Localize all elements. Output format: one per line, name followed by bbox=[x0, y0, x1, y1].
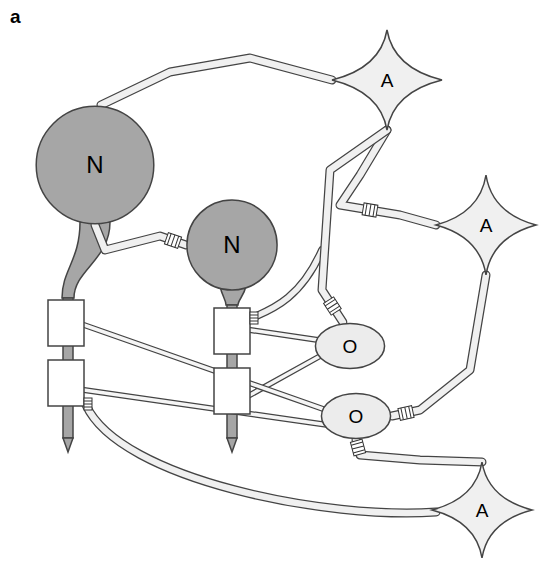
axon-tip bbox=[227, 438, 237, 452]
cell-label: O bbox=[343, 337, 358, 356]
myelin-segment bbox=[48, 300, 84, 346]
neuron: N bbox=[35, 105, 155, 225]
cell-label: A bbox=[476, 501, 489, 520]
glial-process bbox=[322, 130, 387, 322]
myelin-segment bbox=[214, 368, 250, 414]
axon-tip bbox=[63, 438, 73, 452]
oligodendrocyte: O bbox=[320, 392, 392, 440]
astrocyte: A bbox=[332, 30, 442, 130]
cell-label: O bbox=[349, 407, 364, 426]
myelin-segment bbox=[48, 360, 84, 406]
cell-label: A bbox=[381, 71, 394, 90]
glial-process bbox=[95, 225, 186, 250]
glial-process bbox=[101, 58, 332, 105]
astrocyte: A bbox=[436, 175, 536, 275]
cell-label: A bbox=[480, 216, 493, 235]
myelin-segment bbox=[214, 308, 250, 354]
glial-process bbox=[350, 439, 482, 462]
astrocyte: A bbox=[432, 462, 532, 558]
oligodendrocyte: O bbox=[314, 322, 386, 370]
glial-process bbox=[392, 275, 486, 420]
neuron: N bbox=[186, 199, 278, 291]
panel-letter: a bbox=[10, 6, 21, 28]
glial-process bbox=[340, 130, 436, 225]
cell-label: N bbox=[223, 233, 240, 257]
cell-label: N bbox=[86, 153, 103, 177]
